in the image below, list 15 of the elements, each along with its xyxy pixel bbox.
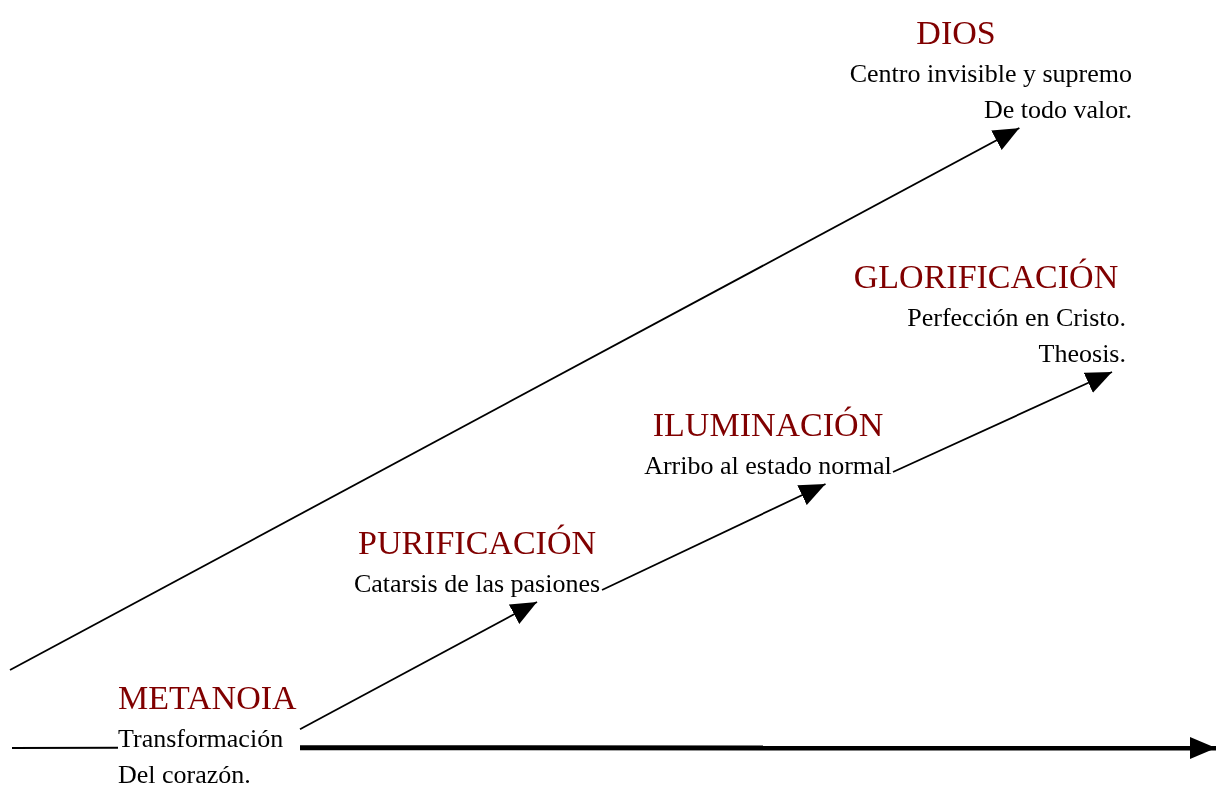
arrow <box>601 483 827 591</box>
stage-description: Transformación Del corazón. <box>118 723 285 791</box>
arrow <box>892 371 1113 473</box>
stage-description: Arribo al estado normal <box>643 450 893 482</box>
stage-heading: DIOS <box>915 13 997 53</box>
stage-heading: PURIFICACIÓN <box>356 523 597 563</box>
stage-description: Catarsis de las pasiones <box>352 568 602 600</box>
stage-description: Centro invisible y supremo De todo valor. <box>848 58 1132 126</box>
arrow <box>9 127 1021 671</box>
arrow <box>299 601 538 731</box>
stage-heading: ILUMINACIÓN <box>651 405 885 445</box>
stage-heading: METANOIA <box>118 678 298 718</box>
arrow <box>300 737 1216 759</box>
stage-heading: GLORIFICACIÓN <box>852 257 1120 297</box>
stage-description: Perfección en Cristo. Theosis. <box>906 302 1126 370</box>
